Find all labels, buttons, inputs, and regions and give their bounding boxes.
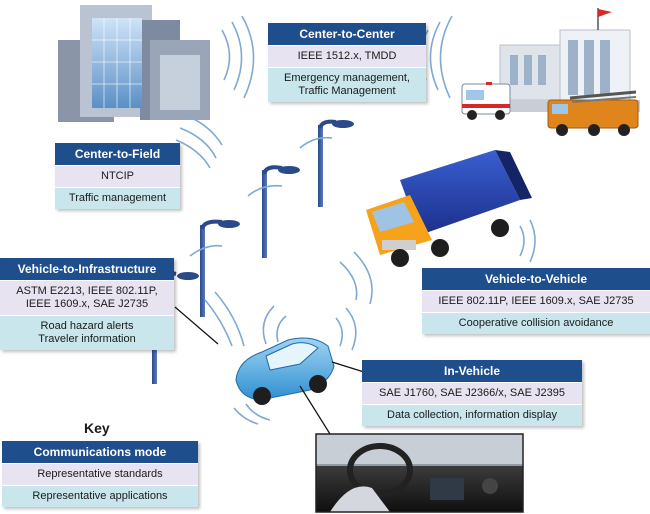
mode-header: Vehicle-to-Vehicle — [422, 268, 650, 290]
key-title: Key — [84, 420, 110, 436]
applications-text: Cooperative collision avoidance — [422, 312, 650, 334]
mode-header: In-Vehicle — [362, 360, 582, 382]
street-light-icon — [318, 119, 354, 207]
ambulance-icon — [461, 82, 511, 120]
applications-text: Road hazard alerts Traveler information — [0, 315, 174, 350]
applications-text: Data collection, information display — [362, 404, 582, 426]
mode-header: Vehicle-to-Infrastructure — [0, 258, 174, 280]
mode-header: Center-to-Field — [55, 143, 180, 165]
center-to-field-box: Center-to-Field NTCIP Traffic management — [55, 143, 180, 209]
mode-header: Center-to-Center — [268, 23, 426, 45]
office-building-icon — [58, 5, 210, 122]
applications-text: Traffic management — [55, 187, 180, 209]
applications-text: Emergency management, Traffic Management — [268, 67, 426, 102]
key-legend-box: Communications mode Representative stand… — [2, 441, 198, 507]
connector-lines — [174, 306, 365, 435]
street-light-icon — [200, 219, 240, 317]
standards-text: ASTM E2213, IEEE 802.11P, IEEE 1609.x, S… — [0, 280, 174, 315]
vehicle-to-infrastructure-box: Vehicle-to-Infrastructure ASTM E2213, IE… — [0, 258, 174, 350]
center-to-center-box: Center-to-Center IEEE 1512.x, TMDD Emerg… — [268, 23, 426, 102]
street-light-icon — [262, 165, 300, 258]
fire-truck-icon — [547, 90, 639, 136]
standards-text: IEEE 1512.x, TMDD — [268, 45, 426, 67]
vehicle-to-vehicle-box: Vehicle-to-Vehicle IEEE 802.11P, IEEE 16… — [422, 268, 650, 334]
car-interior-photo — [315, 433, 524, 513]
standards-text: NTCIP — [55, 165, 180, 187]
standards-text: SAE J1760, SAE J2366/x, SAE J2395 — [362, 382, 582, 404]
truck-icon — [366, 150, 532, 267]
signal-waves — [175, 15, 536, 425]
car-icon — [235, 337, 335, 405]
key-header: Communications mode — [2, 441, 198, 463]
emergency-center-icon — [470, 8, 640, 112]
in-vehicle-box: In-Vehicle SAE J1760, SAE J2366/x, SAE J… — [362, 360, 582, 426]
standards-text: IEEE 802.11P, IEEE 1609.x, SAE J2735 — [422, 290, 650, 312]
key-standards: Representative standards — [2, 463, 198, 485]
key-applications: Representative applications — [2, 485, 198, 507]
